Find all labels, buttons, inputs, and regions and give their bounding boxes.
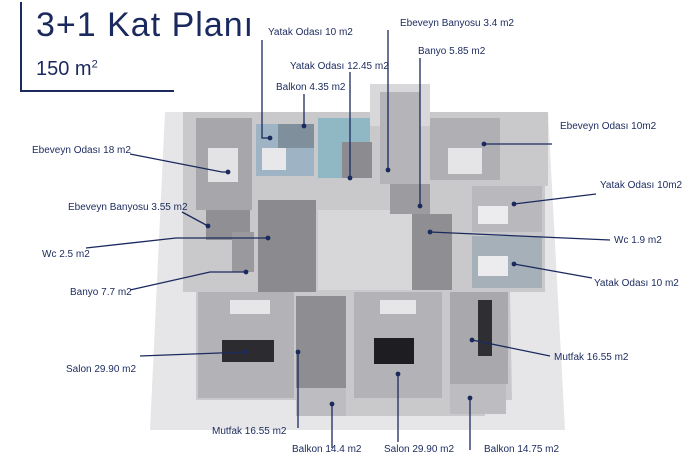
dot-wc-1-9: [427, 229, 433, 235]
label-wc-2-5: Wc 2.5 m2: [42, 249, 90, 260]
label-banyo-7-7: Banyo 7.7 m2: [70, 287, 132, 298]
dot-salon-bottom: [395, 371, 401, 377]
label-banyo-5-85: Banyo 5.85 m2: [418, 46, 486, 57]
label-yatak-odasi-10-lower: Yatak Odası 10 m2: [594, 278, 679, 289]
label-salon-bottom: Salon 29.90 m2: [384, 444, 455, 455]
leader-lines: [85, 30, 611, 450]
leader-banyo-7-7: [129, 271, 246, 291]
room-wc-1-9: [412, 214, 452, 290]
label-wc-1-9: Wc 1.9 m2: [614, 235, 662, 246]
leader-mutfak-right: [471, 339, 551, 357]
table-salon-left: [230, 300, 270, 314]
dot-salon-left: [243, 349, 249, 355]
bed-ebeveyn-10: [448, 148, 482, 174]
plan-area-unit: 2: [91, 58, 98, 71]
leader-yatak-odasi-10-top: [261, 40, 270, 139]
label-mutfak-bottom: Mutfak 16.55 m2: [212, 426, 287, 437]
dot-banyo-7-7: [243, 269, 249, 275]
leader-wc-1-9: [429, 231, 611, 241]
leader-yatak-odasi-10-lower: [513, 263, 593, 279]
label-ebeveyn-odasi-18: Ebeveyn Odası 18 m2: [32, 145, 131, 156]
room-ebeveyn-banyosu-3-4: [342, 142, 372, 178]
label-yatak-odasi-12-45: Yatak Odası 12.45 m2: [290, 61, 389, 72]
label-ebeveyn-odasi-10: Ebeveyn Odası 10m2: [560, 121, 657, 132]
label-salon-left: Salon 29.90 m2: [66, 364, 137, 375]
dot-balkon-14-4: [329, 401, 335, 407]
label-balkon-14-75: Balkon 14.75 m2: [484, 444, 560, 455]
balcony-14-4: [296, 388, 346, 416]
dot-balkon-14-75: [467, 395, 473, 401]
label-ebeveyn-banyosu-3-4: Ebeveyn Banyosu 3.4 m2: [400, 18, 514, 29]
leader-yatak-odasi-10-right: [513, 193, 597, 205]
balcony-4-35: [278, 124, 314, 148]
plan-title: 3+1 Kat Planı: [36, 6, 255, 44]
dot-mutfak-right: [469, 337, 475, 343]
label-yatak-odasi-10-right: Yatak Odası 10m2: [600, 180, 683, 191]
sofa-salon-bottom: [374, 338, 414, 364]
table-salon-bottom: [380, 300, 416, 314]
bed-yatak-10-lower: [478, 256, 508, 276]
central-hall: [318, 210, 412, 290]
label-balkon-4-35: Balkon 4.35 m2: [276, 82, 346, 93]
room-wc-2-5: [232, 232, 254, 272]
bed-ebeveyn-18: [208, 148, 238, 182]
dot-wc-2-5: [265, 235, 271, 241]
label-mutfak-right: Mutfak 16.55 m2: [554, 352, 629, 363]
dot-yatak-odasi-10-top: [267, 135, 273, 141]
balcony-14-75: [450, 384, 506, 414]
bed-yatak-10-top: [262, 148, 286, 170]
dot-yatak-odasi-12-45: [347, 175, 353, 181]
room-banyo-7-7: [258, 200, 316, 292]
title-frame: [20, 2, 174, 92]
leader-dots: [205, 123, 517, 407]
dot-ebeveyn-banyosu-3-55: [205, 223, 211, 229]
label-ebeveyn-banyosu-3-55: Ebeveyn Banyosu 3.55 m2: [68, 202, 188, 213]
label-yatak-odasi-10-top: Yatak Odası 10 m2: [268, 27, 353, 38]
counter-mutfak-right: [478, 300, 492, 356]
leader-wc-2-5: [85, 237, 268, 249]
dot-yatak-odasi-10-right: [511, 201, 517, 207]
label-balkon-14-4: Balkon 14.4 m2: [292, 444, 362, 455]
bed-yatak-10-right: [478, 206, 508, 224]
leader-salon-left: [139, 351, 247, 357]
plan-area-value: 150 m: [36, 58, 92, 80]
room-mutfak-bottom: [296, 296, 346, 388]
dot-yatak-odasi-10-lower: [511, 261, 517, 267]
dot-mutfak-bottom: [295, 349, 301, 355]
plan-area: 150 m2: [36, 58, 98, 81]
dot-balkon-4-35: [301, 123, 307, 129]
dot-banyo-5-85: [417, 203, 423, 209]
leader-ebeveyn-banyosu-3-55: [181, 211, 209, 227]
dot-ebeveyn-banyosu-3-4: [385, 167, 391, 173]
room-banyo-5-85: [390, 184, 430, 214]
dot-ebeveyn-odasi-10: [481, 141, 487, 147]
dot-ebeveyn-odasi-18: [225, 169, 231, 175]
